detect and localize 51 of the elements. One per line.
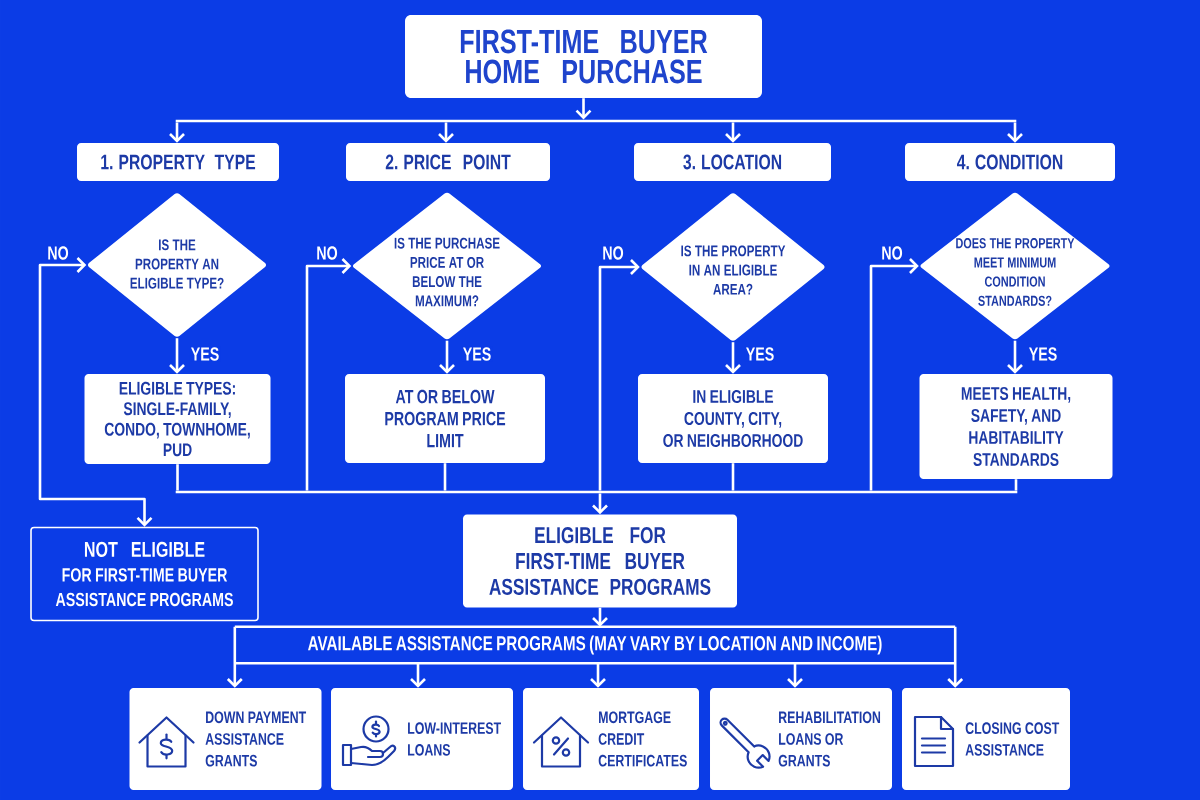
edge-label: YES [189, 346, 221, 362]
arrow [787, 663, 803, 688]
arrow [1007, 340, 1023, 374]
result-box: AT OR BELOW PROGRAM PRICE LIMIT [345, 374, 545, 463]
program-card: MORTGAGE CREDIT CERTIFICATES [523, 688, 699, 790]
arrow [575, 98, 592, 120]
program-card: DOWN PAYMENT ASSISTANCE GRANTS [129, 688, 322, 790]
result-box: MEETS HEALTH, SAFETY, AND HABITABILITY STANDARDS [919, 374, 1113, 479]
connector-line [1014, 479, 1018, 491]
arrow [725, 122, 741, 143]
category-box: 4. CONDITION [905, 143, 1115, 181]
heading-band: AVAILABLE ASSISTANCE PROGRAMS (MAY VARY BY LOCATION AND INCOME) [234, 625, 956, 665]
result-box: IN ELIGIBLE COUNTY, CITY, OR NEIGHBORHOOD [638, 374, 828, 463]
arrow [869, 258, 919, 491]
arrow [38, 257, 153, 527]
program-card: LOW-INTEREST LOANS [331, 688, 513, 790]
program-card: REHABILITATION LOANS OR GRANTS [710, 688, 892, 790]
result-box: ELIGIBLE TYPES: SINGLE-FAMILY, CONDO, TOWNHOME, PUD [84, 374, 271, 464]
connector-line [731, 463, 735, 491]
bus-bar [175, 490, 1018, 494]
arrow [226, 626, 243, 688]
arrow [947, 626, 964, 688]
title-box: FIRST-TIME BUYER HOME PURCHASE [405, 15, 762, 98]
arrow [1007, 122, 1023, 143]
edge-label: NO [880, 245, 904, 261]
arrow [169, 338, 185, 374]
edge-label: NO [315, 245, 339, 261]
arrow [169, 122, 185, 143]
edge-label: YES [744, 346, 776, 362]
arrow [725, 342, 741, 374]
edge-label: NO [601, 245, 625, 261]
arrow [439, 340, 455, 374]
arrow [592, 493, 608, 515]
result-box: ELIGIBLE FOR FIRST-TIME BUYER ASSISTANCE PROGRAMS [463, 514, 737, 608]
edge-label: YES [1027, 346, 1059, 362]
category-box: 3. LOCATION [634, 143, 831, 181]
arrow [592, 607, 608, 627]
edge-label: YES [461, 346, 493, 362]
arrow [305, 258, 352, 491]
category-box: 1. PROPERTY TYPE [77, 143, 279, 181]
arrow [410, 663, 426, 688]
arrow [438, 122, 454, 143]
edge-label: NO [46, 245, 70, 261]
bus-bar [175, 119, 1017, 123]
category-box: 2. PRICE POINT [346, 143, 550, 181]
arrow [590, 663, 606, 688]
program-card: CLOSING COST ASSISTANCE [902, 688, 1070, 790]
connector-line [443, 463, 447, 491]
connector-line [176, 464, 179, 491]
result-box: NOT ELIGIBLE FOR FIRST-TIME BUYER ASSISTANCE PROGRAMS [30, 526, 259, 622]
arrow [598, 259, 640, 491]
